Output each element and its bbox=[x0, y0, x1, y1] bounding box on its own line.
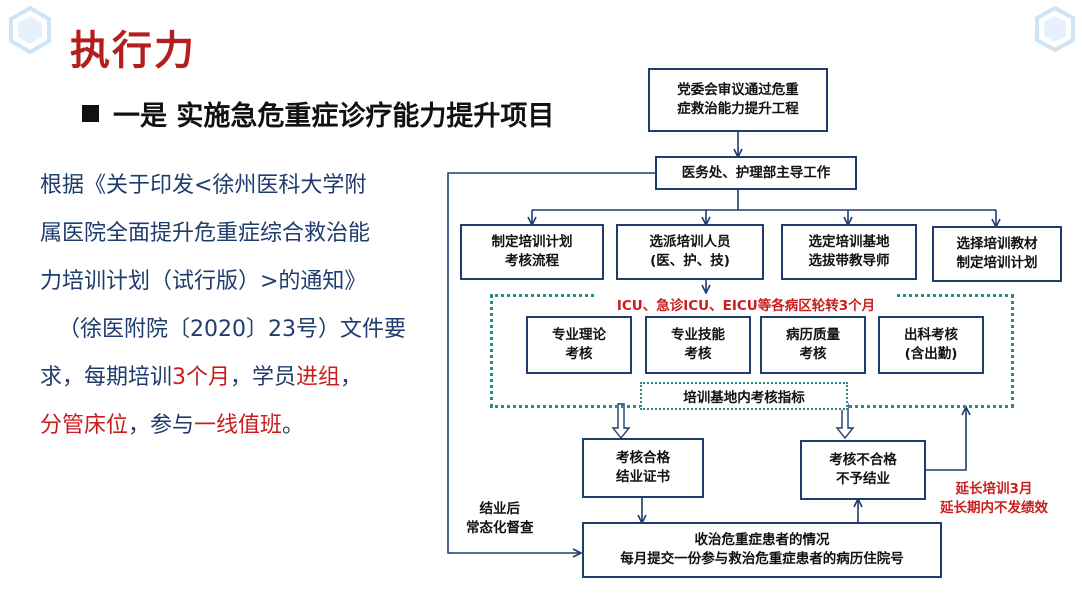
box-line: 出科考核 bbox=[904, 327, 958, 343]
section-heading: 一是 实施急危重症诊疗能力提升项目 bbox=[82, 94, 554, 133]
skill-exam-box: 专业技能 考核 bbox=[645, 316, 751, 374]
fail-no-graduation-box: 考核不合格 不予结业 bbox=[800, 440, 926, 500]
note-line: 常态化督查 bbox=[466, 520, 534, 536]
box-line: 考核合格 bbox=[616, 450, 670, 466]
box-line: 选择培训教材 bbox=[956, 236, 1038, 252]
paragraph-line: 分管床位，参与一线值班。 bbox=[40, 402, 430, 450]
training-plan-box: 制定培训计划 考核流程 bbox=[460, 224, 604, 280]
note-line: 延长培训3月 bbox=[955, 481, 1033, 497]
box-line: 每月提交一份参与救治危重症患者的病历住院号 bbox=[620, 551, 904, 567]
monthly-report-box: 收治危重症患者的情况 每月提交一份参与救治危重症患者的病历住院号 bbox=[582, 522, 942, 578]
lead-department-box: 医务处、护理部主导工作 bbox=[655, 156, 857, 190]
box-line: 病历质量 bbox=[786, 327, 840, 343]
pass-certificate-box: 考核合格 结业证书 bbox=[582, 438, 704, 498]
box-line: 考核流程 bbox=[505, 253, 559, 269]
box-line: 收治危重症患者的情况 bbox=[694, 532, 830, 548]
box-line: 培训基地内考核指标 bbox=[683, 390, 805, 406]
section-heading-text: 一是 实施急危重症诊疗能力提升项目 bbox=[113, 101, 555, 132]
box-line: 考核不合格 bbox=[829, 452, 897, 468]
note-line: 延长期内不发绩效 bbox=[940, 500, 1048, 516]
highlight-beds: 分管床位 bbox=[40, 413, 129, 438]
paragraph-line: 属医院全面提升危重症综合救治能 bbox=[40, 221, 371, 246]
hexagon-decoration-icon bbox=[9, 6, 51, 54]
paragraph-line: （徐医附院〔2020〕23号）文件要 bbox=[58, 317, 406, 342]
box-line: 结业证书 bbox=[616, 469, 670, 485]
description-paragraph: 根据《关于印发<徐州医科大学附 属医院全面提升危重症综合救治能 力培训计划（试行… bbox=[40, 162, 430, 450]
paragraph-line: 根据《关于印发<徐州医科大学附 bbox=[40, 173, 367, 198]
box-line: 制定培训计划 bbox=[956, 255, 1038, 271]
box-line: (含出勤) bbox=[904, 346, 958, 362]
paragraph-line: 力培训计划（试行版）>的通知》 bbox=[40, 269, 367, 294]
paragraph-line: 求，每期培训3个月，学员进组， bbox=[40, 354, 430, 402]
training-base-box: 选定培训基地 选拔带教导师 bbox=[781, 224, 917, 280]
select-trainees-box: 选派培训人员 (医、护、技) bbox=[616, 224, 764, 280]
supervision-note: 结业后 常态化督查 bbox=[466, 500, 534, 538]
hexagon-decoration-icon bbox=[1035, 6, 1075, 52]
extension-note: 延长培训3月 延长期内不发绩效 bbox=[940, 480, 1048, 518]
paragraph-text: 。 bbox=[282, 413, 305, 438]
paragraph-text: 求，每期培训 bbox=[40, 365, 173, 390]
paragraph-text: ，学员 bbox=[230, 365, 297, 390]
paragraph-text: ， bbox=[340, 365, 363, 390]
highlight-group: 进组 bbox=[296, 365, 341, 390]
record-quality-box: 病历质量 考核 bbox=[760, 316, 866, 374]
highlight-duty: 一线值班 bbox=[194, 413, 283, 438]
party-committee-box: 党委会审议通过危重 症救治能力提升工程 bbox=[648, 68, 828, 132]
box-line: 党委会审议通过危重 bbox=[677, 82, 799, 98]
square-bullet-icon bbox=[82, 105, 99, 122]
box-line: 选拔带教导师 bbox=[808, 253, 890, 269]
page-title: 执行力 bbox=[70, 28, 196, 74]
box-line: 医务处、护理部主导工作 bbox=[681, 164, 831, 181]
box-line: 考核 bbox=[684, 346, 712, 362]
training-material-box: 选择培训教材 制定培训计划 bbox=[932, 226, 1062, 282]
box-line: 考核 bbox=[565, 346, 593, 362]
highlight-duration: 3个月 bbox=[172, 365, 231, 390]
attendance-exam-box: 出科考核 (含出勤) bbox=[878, 316, 984, 374]
box-line: 考核 bbox=[799, 346, 827, 362]
rotation-label: ICU、急诊ICU、EICU等各病区轮转3个月 bbox=[596, 294, 896, 314]
box-line: 不予结业 bbox=[836, 471, 890, 487]
theory-exam-box: 专业理论 考核 bbox=[526, 316, 632, 374]
box-line: 选定培训基地 bbox=[808, 234, 890, 250]
box-line: 专业理论 bbox=[552, 327, 606, 343]
paragraph-text: ，参与 bbox=[128, 413, 195, 438]
box-line: (医、护、技) bbox=[650, 253, 730, 269]
box-line: 选派培训人员 bbox=[649, 234, 731, 250]
assessment-index-box: 培训基地内考核指标 bbox=[640, 382, 848, 410]
note-line: 结业后 bbox=[479, 501, 521, 517]
box-line: 症救治能力提升工程 bbox=[677, 101, 799, 117]
box-line: 制定培训计划 bbox=[491, 234, 573, 250]
box-line: 专业技能 bbox=[671, 327, 725, 343]
